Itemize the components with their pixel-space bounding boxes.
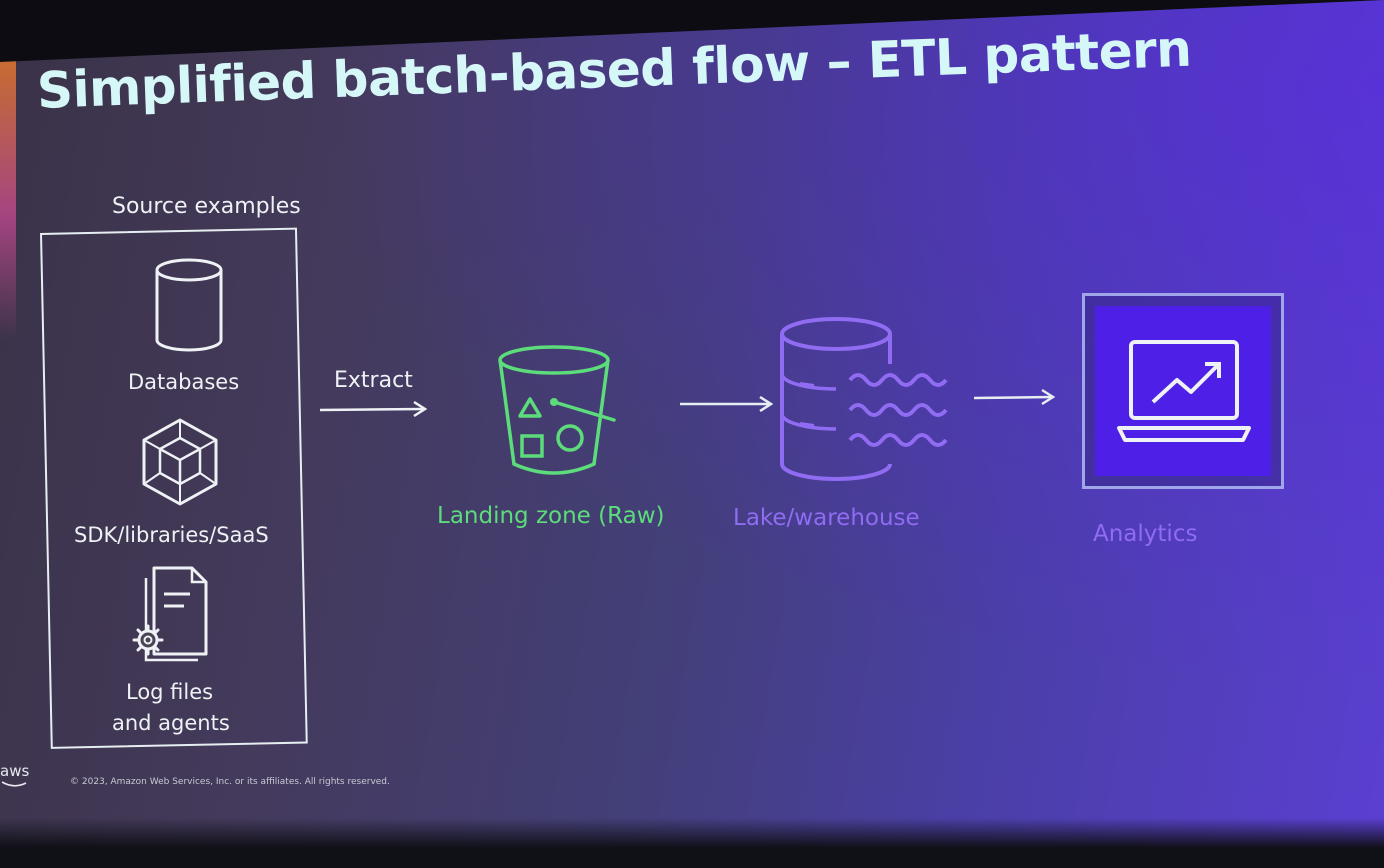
log-files-label-line1: Log files	[126, 680, 214, 704]
cube-icon	[142, 418, 218, 506]
aws-smile-icon	[1, 781, 27, 787]
analytics-tile-inner	[1095, 306, 1271, 476]
source-examples-heading: Source examples	[112, 194, 301, 219]
extract-label: Extract	[334, 368, 413, 393]
analytics-tile	[1082, 293, 1284, 489]
data-lake-icon	[780, 317, 948, 481]
sdk-libraries-saas-label: SDK/libraries/SaaS	[74, 523, 269, 547]
slide-accent-edge	[0, 60, 16, 340]
copyright-text: © 2023, Amazon Web Services, Inc. or its…	[70, 777, 390, 787]
lake-warehouse-label: Lake/warehouse	[733, 505, 920, 531]
flow-arrow-2	[680, 395, 774, 413]
log-file-gear-icon	[132, 566, 208, 662]
screen-bottom-shadow	[0, 818, 1384, 868]
analytics-label: Analytics	[1093, 521, 1198, 547]
flow-arrow-3	[973, 388, 1056, 406]
slide-title: Simplified batch-based flow – ETL patter…	[36, 19, 1193, 120]
landing-zone-label: Landing zone (Raw)	[437, 503, 665, 529]
aws-logo: aws	[0, 762, 30, 780]
extract-arrow	[319, 400, 428, 418]
bucket-icon	[498, 345, 616, 475]
laptop-chart-icon	[1117, 340, 1251, 442]
database-icon	[155, 258, 223, 352]
log-files-label-line2: and agents	[112, 711, 230, 735]
databases-label: Databases	[128, 370, 240, 394]
